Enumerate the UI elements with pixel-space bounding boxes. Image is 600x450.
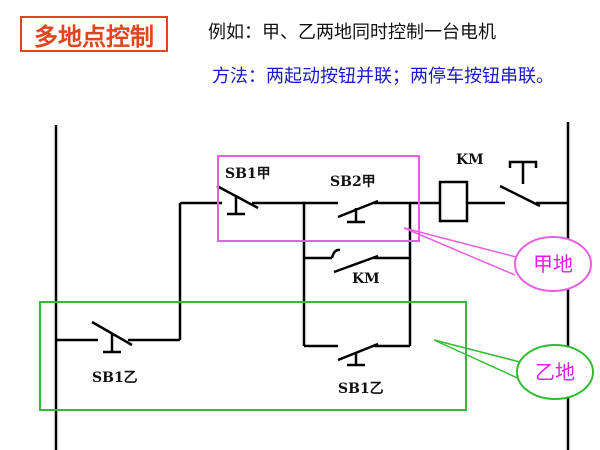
sb2-jia-contact bbox=[337, 199, 379, 219]
label-sb2-jia: SB2甲 bbox=[330, 174, 376, 190]
sb1-yi-start-contact bbox=[337, 342, 379, 362]
km-hook bbox=[330, 248, 341, 259]
yi-callout-bubble bbox=[516, 344, 594, 400]
overload-contact bbox=[499, 184, 541, 208]
title-box: 多地点控制 bbox=[20, 16, 168, 52]
jia-region-box bbox=[217, 155, 420, 242]
yi-region-box bbox=[39, 301, 467, 411]
km-coil bbox=[438, 180, 469, 223]
example-text: 例如：甲、乙两地同时控制一台电机 bbox=[208, 22, 496, 43]
yi-pointer-line-2 bbox=[433, 339, 523, 381]
jia-pointer-line-1 bbox=[403, 227, 521, 259]
sb1-jia-stop-contact bbox=[216, 184, 259, 210]
label-km-coil: KM bbox=[456, 152, 484, 168]
jia-pointer-line-2 bbox=[403, 227, 516, 276]
method-text: 方法：两起动按钮并联；两停车按钮串联。 bbox=[212, 66, 554, 87]
label-km-contact: KM bbox=[352, 271, 380, 287]
label-sb1-yi-start: SB1乙 bbox=[338, 381, 384, 397]
label-sb1-jia: SB1甲 bbox=[225, 166, 271, 182]
page-title: 多地点控制 bbox=[34, 22, 154, 51]
callout-yi-text: 乙地 bbox=[535, 360, 575, 384]
jia-callout-bubble bbox=[514, 236, 592, 292]
km-contact bbox=[333, 254, 379, 274]
label-sb1-yi-stop: SB1乙 bbox=[92, 370, 138, 386]
callout-jia-text: 甲地 bbox=[533, 252, 573, 276]
yi-pointer-line-1 bbox=[433, 339, 521, 363]
